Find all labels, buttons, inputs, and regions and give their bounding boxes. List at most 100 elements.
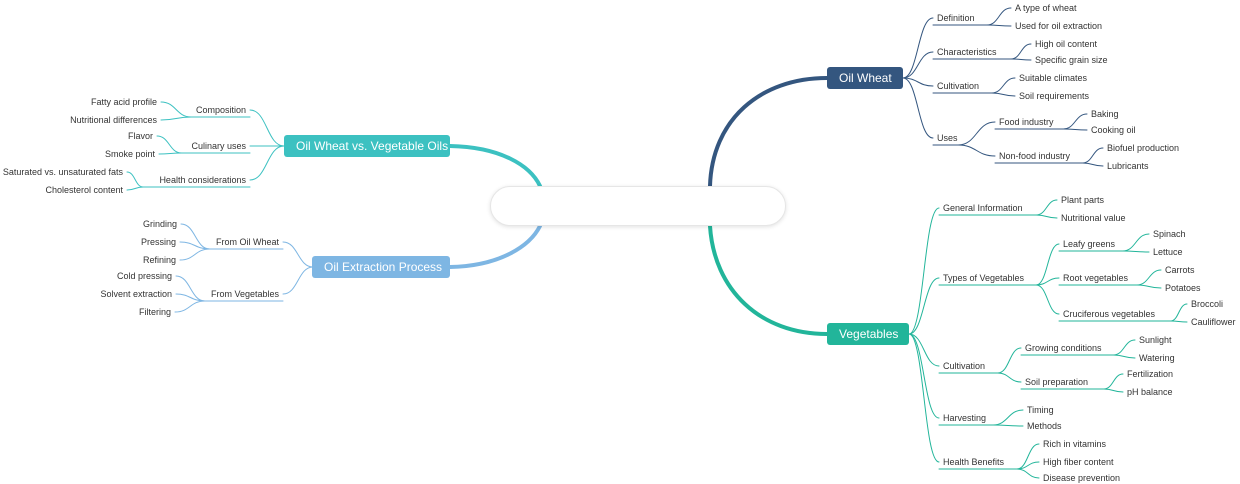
connector-food-industry	[957, 121, 996, 146]
connector-root-vegetables	[1035, 277, 1060, 286]
connector-potatoes	[1136, 284, 1162, 289]
connector-health-benefits	[908, 333, 940, 463]
node-soil-preparation[interactable]: Soil preparation	[1025, 377, 1089, 387]
connector-baking	[1062, 113, 1088, 130]
node-cholesterol-content[interactable]: Cholesterol content	[45, 185, 123, 195]
connector-vegetables	[708, 224, 829, 336]
connector-soil-preparation	[997, 372, 1022, 383]
node-non-food-industry[interactable]: Non-food industry	[999, 151, 1071, 161]
node-cultivation[interactable]: Cultivation	[943, 361, 986, 371]
node-potatoes[interactable]: Potatoes	[1165, 283, 1201, 293]
connector-cold-pressing	[175, 275, 206, 302]
node-uses[interactable]: Uses	[937, 133, 958, 143]
node-methods[interactable]: Methods	[1027, 421, 1062, 431]
branch-oil-wheat-vs-vegetable-oils[interactable]: Oil Wheat vs. Vegetable Oils	[284, 135, 450, 157]
node-health-benefits[interactable]: Health Benefits	[943, 457, 1005, 467]
node-health-considerations[interactable]: Health considerations	[159, 175, 246, 185]
node-culinary-uses[interactable]: Culinary uses	[191, 141, 246, 151]
node-smoke-point[interactable]: Smoke point	[104, 149, 155, 159]
node-watering[interactable]: Watering	[1139, 353, 1175, 363]
node-types-of-vegetables[interactable]: Types of Vegetables	[943, 273, 1025, 283]
connector-used-for-oil-extraction	[986, 24, 1012, 27]
connector-a-type-of-wheat	[986, 7, 1012, 26]
connector-biofuel-production	[1082, 147, 1104, 164]
node-refining[interactable]: Refining	[142, 255, 176, 265]
node-spinach[interactable]: Spinach	[1153, 229, 1186, 239]
node-food-industry[interactable]: Food industry	[999, 117, 1054, 127]
node-plant-parts[interactable]: Plant parts	[1061, 195, 1105, 205]
node-from-vegetables[interactable]: From Vegetables	[210, 289, 279, 299]
central-topic[interactable]	[490, 186, 786, 226]
node-filtering[interactable]: Filtering	[138, 307, 171, 317]
connector-composition	[249, 109, 285, 147]
connector-non-food-industry	[957, 144, 996, 157]
connector-cultivation	[902, 77, 934, 87]
connector-spinach	[1122, 233, 1150, 252]
node-from-oil-wheat[interactable]: From Oil Wheat	[215, 237, 279, 247]
connector-saturated-vs-unsaturated-fats	[126, 171, 144, 188]
connector-grinding	[180, 223, 211, 250]
node-cultivation[interactable]: Cultivation	[937, 81, 980, 91]
node-flavor[interactable]: Flavor	[127, 131, 153, 141]
node-carrots[interactable]: Carrots	[1165, 265, 1195, 275]
branch-oil-extraction-process[interactable]: Oil Extraction Process	[312, 256, 450, 278]
connector-cholesterol-content	[126, 186, 144, 191]
node-cold-pressing[interactable]: Cold pressing	[116, 271, 172, 281]
node-composition[interactable]: Composition	[195, 105, 246, 115]
node-fatty-acid-profile[interactable]: Fatty acid profile	[90, 97, 157, 107]
node-specific-grain-size[interactable]: Specific grain size	[1035, 55, 1108, 65]
node-general-information[interactable]: General Information	[943, 203, 1023, 213]
node-leafy-greens[interactable]: Leafy greens	[1063, 239, 1116, 249]
connector-refining	[179, 248, 211, 261]
connector-methods	[992, 424, 1024, 427]
connector-fatty-acid-profile	[160, 101, 192, 118]
connector-comparison	[448, 144, 542, 188]
connector-flavor	[156, 135, 183, 154]
connector-filtering	[174, 300, 206, 313]
connector-nutritional-differences	[160, 116, 192, 121]
node-high-oil-content[interactable]: High oil content	[1035, 39, 1098, 49]
connector-timing	[992, 409, 1024, 426]
connector-high-oil-content	[1010, 43, 1032, 60]
node-characteristics[interactable]: Characteristics	[937, 47, 997, 57]
node-root-vegetables[interactable]: Root vegetables	[1063, 273, 1129, 283]
node-solvent-extraction[interactable]: Solvent extraction	[100, 289, 172, 299]
node-high-fiber-content[interactable]: High fiber content	[1043, 457, 1114, 467]
connector-oil-wheat	[708, 76, 829, 188]
node-cruciferous-vegetables[interactable]: Cruciferous vegetables	[1063, 309, 1156, 319]
node-grinding[interactable]: Grinding	[142, 219, 177, 229]
connector-suitable-climates	[991, 77, 1016, 94]
branch-oil-wheat[interactable]: Oil Wheat	[827, 67, 903, 89]
node-definition[interactable]: Definition	[937, 13, 975, 23]
node-timing[interactable]: Timing	[1027, 405, 1054, 415]
node-ph-balance[interactable]: pH balance	[1127, 387, 1173, 397]
node-cauliflower[interactable]: Cauliflower	[1191, 317, 1236, 327]
node-nutritional-value[interactable]: Nutritional value	[1061, 213, 1126, 223]
node-baking[interactable]: Baking	[1091, 109, 1119, 119]
node-biofuel-production[interactable]: Biofuel production	[1107, 143, 1180, 153]
connector-watering	[1112, 354, 1136, 359]
connector-characteristics	[902, 51, 934, 79]
connector-ph-balance	[1103, 388, 1124, 393]
node-broccoli[interactable]: Broccoli	[1191, 299, 1224, 309]
node-suitable-climates[interactable]: Suitable climates	[1019, 73, 1088, 83]
node-soil-requirements[interactable]: Soil requirements	[1019, 91, 1090, 101]
connector-cauliflower	[1170, 320, 1188, 323]
connector-definition	[902, 17, 934, 79]
node-fertilization[interactable]: Fertilization	[1127, 369, 1174, 379]
node-nutritional-differences[interactable]: Nutritional differences	[70, 115, 157, 125]
node-cooking-oil[interactable]: Cooking oil	[1091, 125, 1136, 135]
node-disease-prevention[interactable]: Disease prevention	[1043, 473, 1121, 483]
node-saturated-vs-unsaturated-fats[interactable]: Saturated vs. unsaturated fats	[2, 167, 123, 177]
node-growing-conditions[interactable]: Growing conditions	[1025, 343, 1102, 353]
node-a-type-of-wheat[interactable]: A type of wheat	[1015, 3, 1077, 13]
node-lubricants[interactable]: Lubricants	[1107, 161, 1149, 171]
branch-vegetables[interactable]: Vegetables	[827, 323, 909, 345]
node-lettuce[interactable]: Lettuce	[1153, 247, 1183, 257]
node-rich-in-vitamins[interactable]: Rich in vitamins	[1043, 439, 1107, 449]
node-harvesting[interactable]: Harvesting	[943, 413, 987, 423]
node-used-for-oil-extraction[interactable]: Used for oil extraction	[1015, 21, 1103, 31]
node-sunlight[interactable]: Sunlight	[1139, 335, 1172, 345]
connector-lettuce	[1122, 250, 1150, 253]
node-pressing[interactable]: Pressing	[140, 237, 176, 247]
